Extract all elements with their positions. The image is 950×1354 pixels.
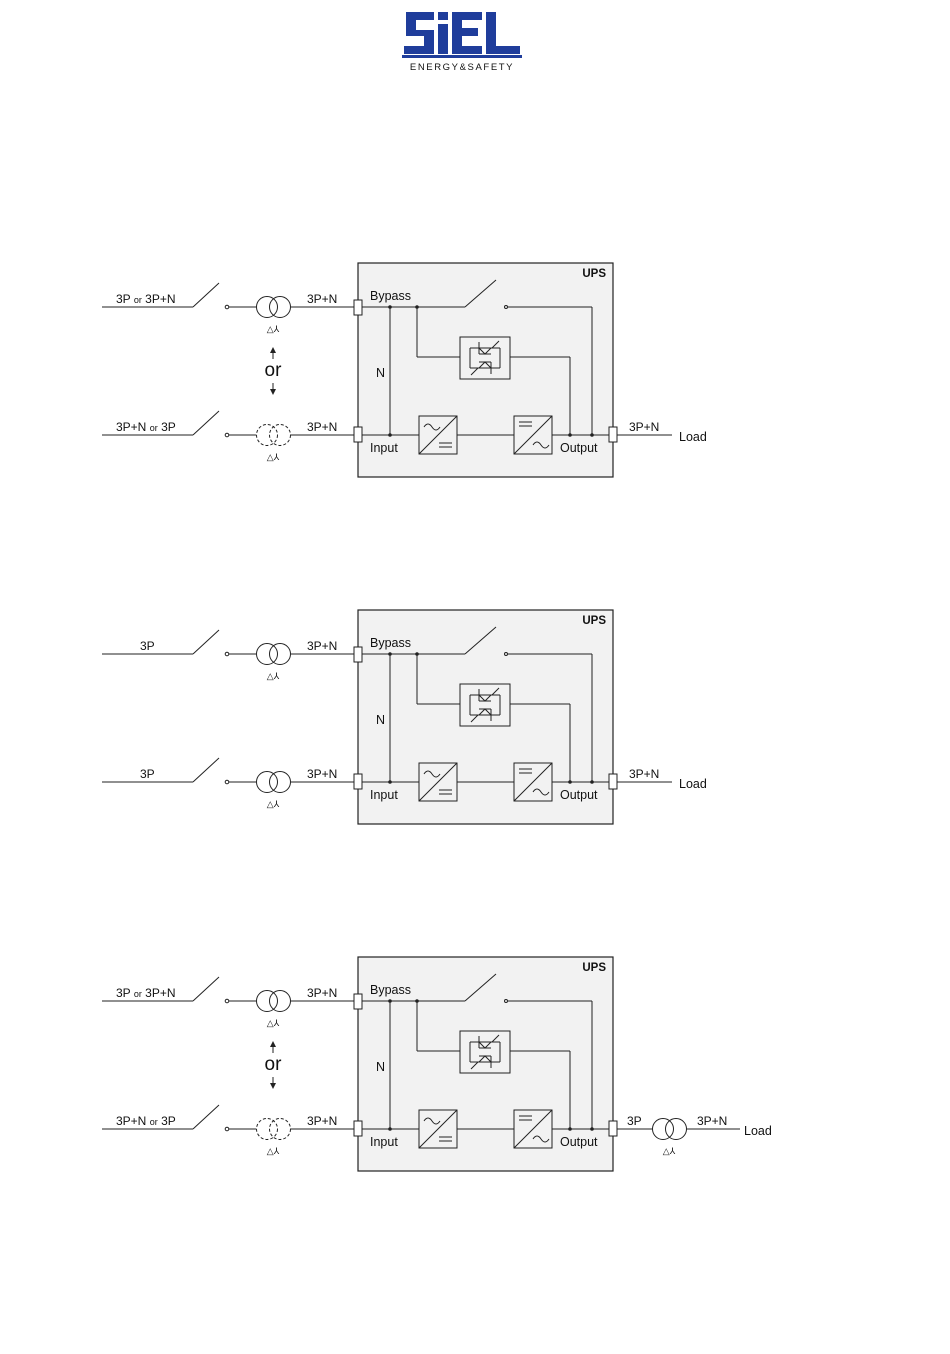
ups-label: UPS (582, 268, 606, 280)
bottom-supply-label: 3P+N or 3P (116, 1114, 176, 1128)
neutral-label: N (376, 366, 385, 380)
ups-diagram-2: 3P 3P △⅄ △⅄ 3P+N 3P+N UPS Bypass N Input… (0, 602, 950, 842)
or-label: or (265, 360, 283, 381)
ups-label: UPS (582, 962, 606, 974)
ups-diagram-1: 3P or 3P+N 3P+N or 3P △⅄ △⅄ or 3P+N 3P+N… (0, 255, 950, 495)
transformer-symbol: △⅄ (267, 671, 280, 681)
transformer-symbol: △⅄ (663, 1146, 676, 1156)
transformer-symbol: △⅄ (267, 452, 280, 462)
bottom-feed-label: 3P+N (307, 1114, 337, 1128)
bottom-feed-label: 3P+N (307, 767, 337, 781)
bypass-label: Bypass (370, 636, 411, 650)
siel-logo: ENERGY&SAFETY (398, 6, 528, 76)
top-supply-label: 3P or 3P+N (116, 292, 176, 306)
transformer-symbol: △⅄ (267, 1018, 280, 1028)
output-label: Output (560, 1135, 598, 1149)
bottom-supply-label: 3P+N or 3P (116, 420, 176, 434)
top-supply-label: 3P or 3P+N (116, 986, 176, 1000)
load-label: Load (744, 1124, 772, 1138)
transformer-symbol: △⅄ (267, 324, 280, 334)
input-label: Input (370, 441, 398, 455)
output-feed-label: 3P+N (629, 767, 659, 781)
neutral-label: N (376, 713, 385, 727)
bypass-label: Bypass (370, 289, 411, 303)
output-label: Output (560, 788, 598, 802)
transformer-symbol: △⅄ (267, 1146, 280, 1156)
output-feed-after-transformer-label: 3P+N (697, 1114, 727, 1128)
bottom-supply-label: 3P (140, 767, 155, 781)
bottom-feed-label: 3P+N (307, 420, 337, 434)
top-feed-label: 3P+N (307, 986, 337, 1000)
output-feed-label: 3P+N (629, 420, 659, 434)
ups-label: UPS (582, 615, 606, 627)
neutral-label: N (376, 1060, 385, 1074)
load-label: Load (679, 777, 707, 791)
output-label: Output (560, 441, 598, 455)
input-label: Input (370, 788, 398, 802)
ups-diagram-3: 3P or 3P+N 3P+N or 3P △⅄ △⅄ or 3P+N 3P+N… (0, 949, 950, 1189)
transformer-symbol: △⅄ (267, 799, 280, 809)
top-feed-label: 3P+N (307, 639, 337, 653)
load-label: Load (679, 430, 707, 444)
logo-tagline: ENERGY&SAFETY (410, 62, 514, 73)
top-feed-label: 3P+N (307, 292, 337, 306)
bypass-label: Bypass (370, 983, 411, 997)
output-feed-label: 3P (627, 1114, 642, 1128)
input-label: Input (370, 1135, 398, 1149)
top-supply-label: 3P (140, 639, 155, 653)
or-label: or (265, 1054, 283, 1075)
